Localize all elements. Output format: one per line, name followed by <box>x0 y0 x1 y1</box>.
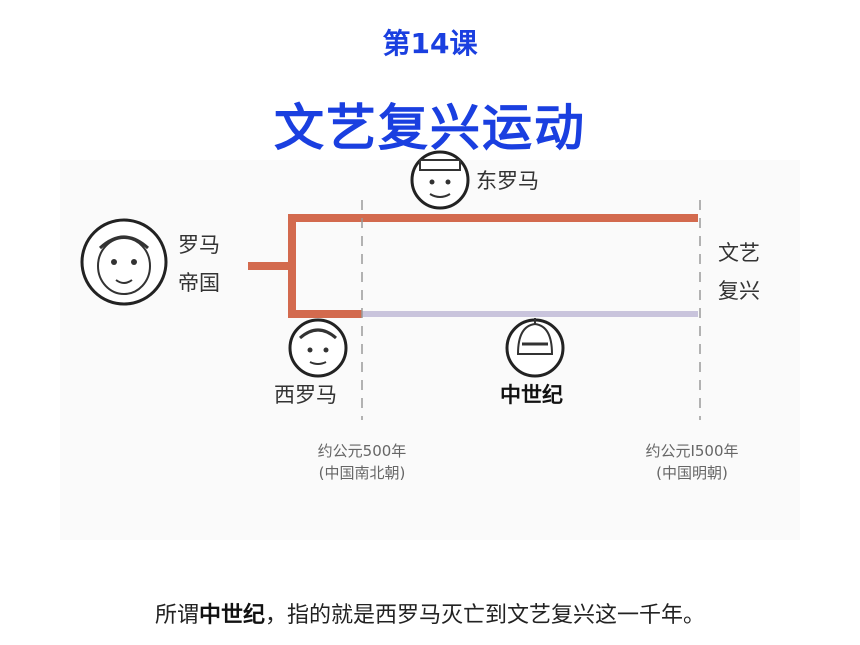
end-date-label: 约公元I500年 <box>645 442 739 460</box>
east-rome-portrait <box>410 150 470 210</box>
roman-empire-label-line1: 罗马 <box>178 233 220 257</box>
roman-empire-portrait <box>80 218 168 306</box>
caption-bold: 中世纪 <box>198 603 265 628</box>
middle-ages-label: 中世纪 <box>500 383 563 407</box>
caption: 所谓中世纪，指的就是西罗马灭亡到文艺复兴这一千年。 <box>0 597 860 629</box>
west-rome-label: 西罗马 <box>274 383 337 407</box>
start-date-label: 约公元500年 <box>317 442 407 460</box>
knight-portrait <box>505 318 565 378</box>
start-date-era: (中国南北朝) <box>318 464 406 482</box>
renaissance-label-line2: 复兴 <box>718 279 760 303</box>
roman-empire-label-line2: 帝国 <box>178 271 220 295</box>
end-date-era: (中国明朝) <box>656 464 728 482</box>
diagram-panel <box>60 160 800 540</box>
west-rome-portrait <box>288 318 348 378</box>
east-rome-label: 东罗马 <box>476 169 539 193</box>
renaissance-label-line1: 文艺 <box>718 241 760 265</box>
caption-prefix: 所谓 <box>154 603 199 628</box>
caption-suffix: ，指的就是西罗马灭亡到文艺复兴这一千年。 <box>265 603 706 628</box>
page-title: 文艺复兴运动 <box>274 99 586 157</box>
lesson-number: 第14课 <box>382 27 478 60</box>
